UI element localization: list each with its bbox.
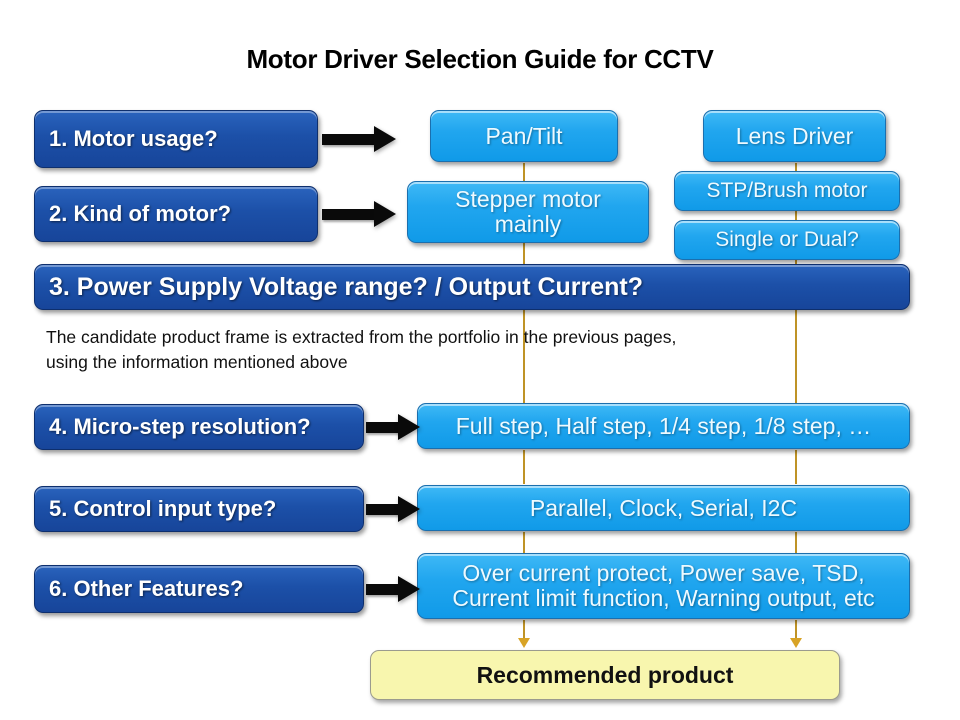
arrow-head (398, 576, 420, 602)
arrow-head (374, 201, 396, 227)
answer-box-stp-brush-motor[interactable]: STP/Brush motor (674, 171, 900, 211)
connector-line-right-6 (795, 620, 797, 642)
arrow-question-5 (366, 496, 420, 522)
question-label-1: 1. Motor usage? (49, 126, 218, 151)
question-box-2[interactable]: 2. Kind of motor? (34, 186, 318, 242)
answer-label-control-input: Parallel, Clock, Serial, I2C (529, 494, 798, 521)
answer-box-control-input[interactable]: Parallel, Clock, Serial, I2C (417, 485, 910, 531)
connector-line-left-2 (523, 242, 525, 412)
arrow-head (398, 414, 420, 440)
arrow-shaft (366, 504, 400, 515)
question-box-5[interactable]: 5. Control input type? (34, 486, 364, 532)
answer-box-other-features[interactable]: Over current protect, Power save, TSD, C… (417, 553, 910, 619)
answer-box-pan-tilt[interactable]: Pan/Tilt (430, 110, 618, 162)
arrow-question-4 (366, 414, 420, 440)
arrow-shaft (366, 584, 400, 595)
question-box-1[interactable]: 1. Motor usage? (34, 110, 318, 168)
answer-label-micro-step: Full step, Half step, 1/4 step, 1/8 step… (455, 412, 872, 439)
connector-line-right-1 (795, 163, 797, 178)
connector-line-left-5 (523, 620, 525, 642)
answer-label-stp-brush-motor: STP/Brush motor (706, 178, 868, 202)
answer-label-single-or-dual: Single or Dual? (715, 227, 859, 251)
question-label-5: 5. Control input type? (49, 496, 277, 521)
question-label-3: 3. Power Supply Voltage range? / Output … (49, 272, 644, 301)
page-title: Motor Driver Selection Guide for CCTV (246, 44, 714, 74)
question-box-6[interactable]: 6. Other Features? (34, 565, 364, 613)
answer-box-lens-driver[interactable]: Lens Driver (703, 110, 886, 162)
connector-line-left-1 (523, 163, 525, 192)
answer-label-stepper-motor: Stepper motor mainly (455, 186, 601, 237)
arrow-question-2 (322, 201, 396, 227)
arrow-head (398, 496, 420, 522)
connector-arrow-right (790, 638, 802, 648)
question-box-4[interactable]: 4. Micro-step resolution? (34, 404, 364, 450)
connector-line-left-3 (523, 450, 525, 484)
arrow-shaft (366, 422, 400, 433)
answer-box-micro-step[interactable]: Full step, Half step, 1/4 step, 1/8 step… (417, 403, 910, 449)
recommended-product-box[interactable]: Recommended product (370, 650, 840, 700)
explanatory-note: The candidate product frame is extracted… (46, 327, 677, 373)
answer-box-single-or-dual[interactable]: Single or Dual? (674, 220, 900, 260)
connector-line-right-5 (795, 532, 797, 554)
question-box-3[interactable]: 3. Power Supply Voltage range? / Output … (34, 264, 910, 310)
connector-line-left-4 (523, 532, 525, 554)
arrow-question-6 (366, 576, 420, 602)
connector-line-right-2 (795, 210, 797, 224)
arrow-shaft (322, 134, 376, 145)
arrow-head (374, 126, 396, 152)
question-label-2: 2. Kind of motor? (49, 201, 232, 226)
arrow-question-1 (322, 126, 396, 152)
connector-arrow-left (518, 638, 530, 648)
answer-label-pan-tilt: Pan/Tilt (485, 122, 563, 149)
question-label-6: 6. Other Features? (49, 576, 244, 601)
connector-line-right-3 (795, 250, 797, 412)
recommended-product-label: Recommended product (476, 661, 734, 688)
arrow-shaft (322, 209, 376, 220)
answer-label-other-features: Over current protect, Power save, TSD, C… (452, 560, 875, 611)
connector-line-right-4 (795, 450, 797, 484)
question-label-4: 4. Micro-step resolution? (49, 414, 311, 439)
answer-box-stepper-motor[interactable]: Stepper motor mainly (407, 181, 649, 243)
answer-label-lens-driver: Lens Driver (735, 122, 854, 149)
